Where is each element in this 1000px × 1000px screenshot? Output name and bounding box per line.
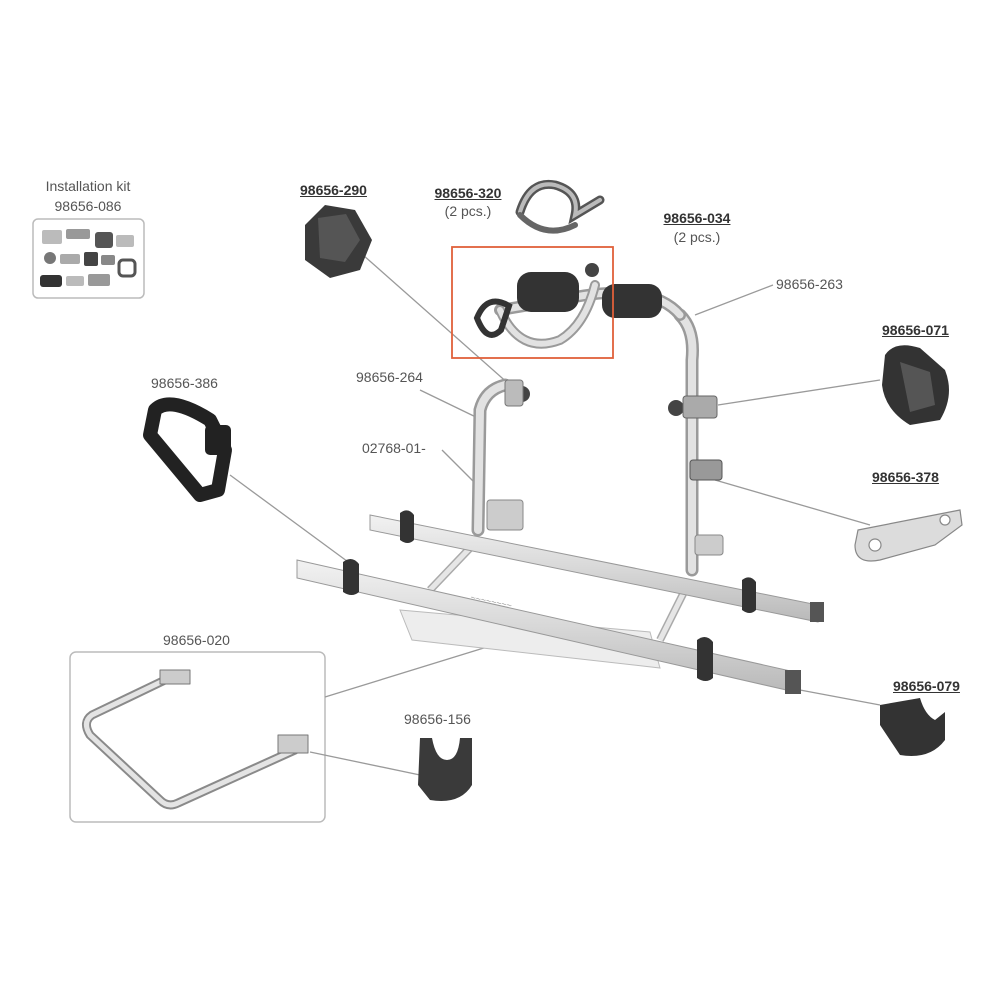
highlight-frame: [451, 246, 614, 359]
part-qty-98656-320: (2 pcs.): [444, 203, 492, 219]
leader-lines: [229, 254, 881, 776]
installation-kit-parts-image: [40, 229, 137, 287]
installation-kit-label: Installation kit: [45, 178, 131, 194]
part-label-98656-264: 98656-264: [356, 369, 423, 385]
endcap-98656-079-drawing: [880, 698, 945, 756]
holder-98656-156-drawing: [418, 738, 472, 801]
arm-assembly: [473, 263, 662, 349]
part-label-02768-01: 02768-01-: [362, 440, 426, 456]
part-label-98656-386: 98656-386: [151, 375, 218, 391]
strap-98656-320-drawing: [515, 179, 605, 234]
carrier-front-rail: ~~~~~~~~: [296, 558, 801, 694]
part-label-98656-034: 98656-034: [663, 210, 731, 226]
installation-kit-part-number: 98656-086: [54, 198, 122, 214]
part-label-98656-290: 98656-290: [300, 182, 367, 198]
frame-98656-020-drawing: [82, 669, 309, 810]
part-label-98656-156: 98656-156: [404, 711, 471, 727]
part-qty-98656-034: (2 pcs.): [673, 229, 721, 245]
part-label-98656-071: 98656-071: [882, 322, 949, 338]
part-label-98656-079: 98656-079: [893, 678, 960, 694]
part-label-98656-020: 98656-020: [163, 632, 230, 648]
upright-clamp-knobs: [486, 379, 724, 556]
wheel-holder-98656-071-drawing: [882, 345, 949, 425]
knob-98656-290-drawing: [305, 205, 372, 278]
installation-kit-box: [32, 218, 145, 299]
part-label-98656-378: 98656-378: [872, 469, 939, 485]
carrier-rear-rail: [369, 510, 824, 623]
frame-detail-box: [69, 651, 326, 823]
part-label-98656-320: 98656-320: [434, 185, 502, 201]
strap-98656-386-drawing: [143, 397, 232, 502]
bracket-98656-378-drawing: [854, 509, 963, 562]
part-label-98656-263: 98656-263: [776, 276, 843, 292]
